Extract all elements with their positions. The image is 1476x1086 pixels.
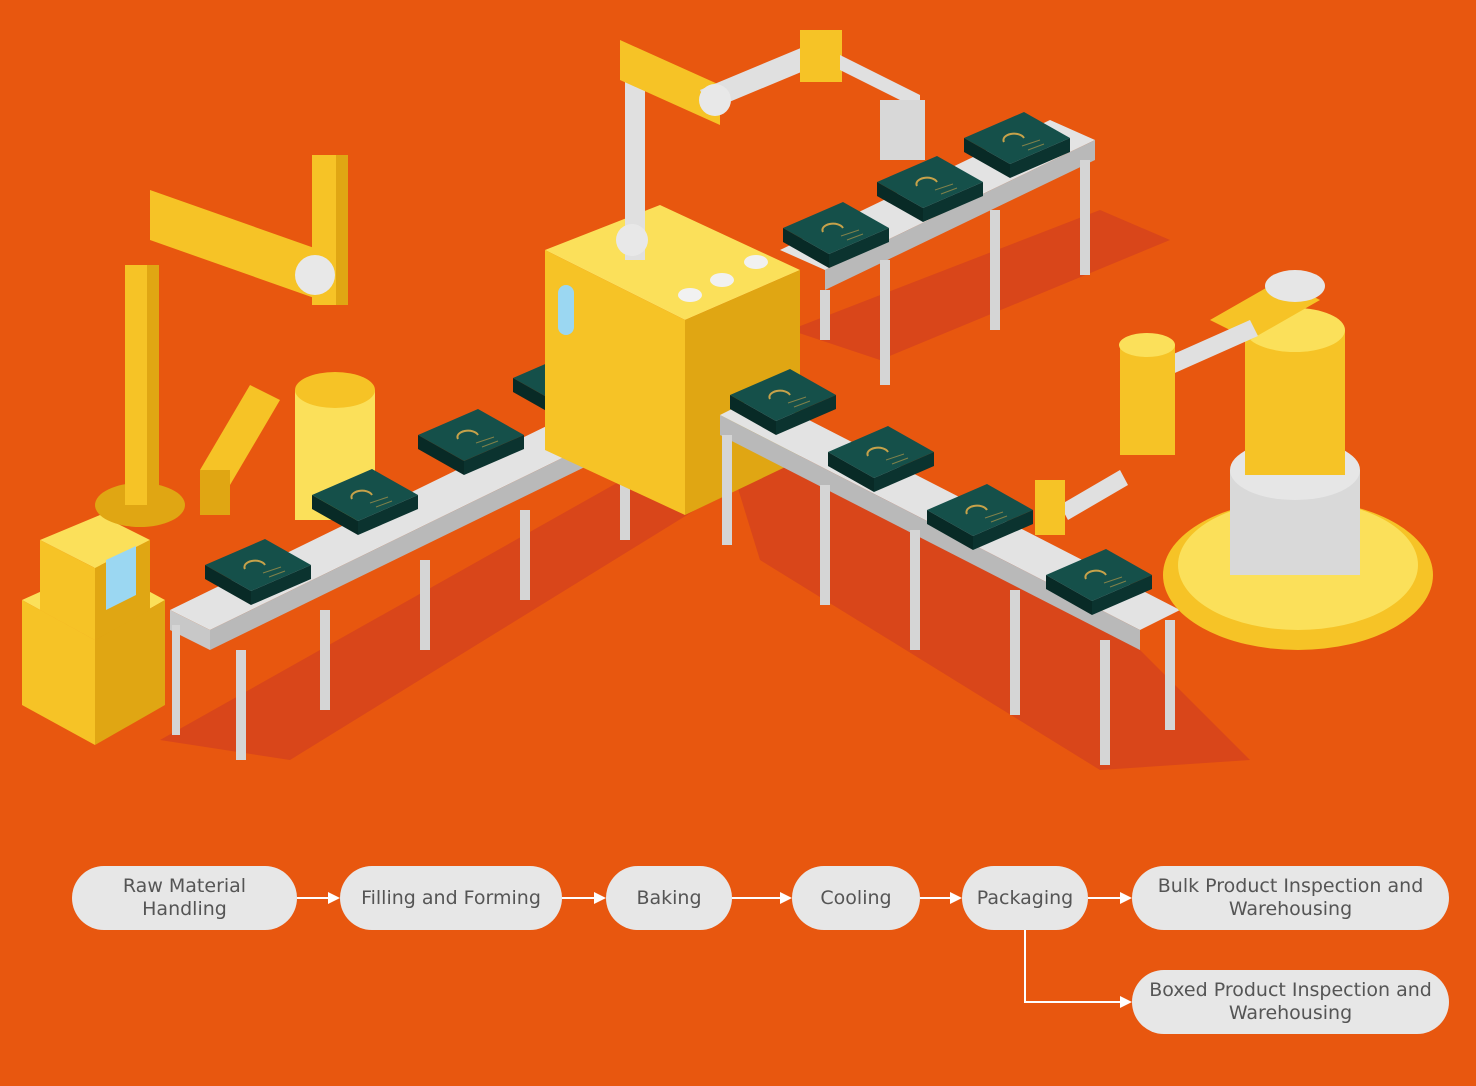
step-label: Baking [636,886,702,909]
step-packaging: Packaging [962,866,1088,930]
control-cabinet [22,515,165,745]
step-baking: Baking [606,866,732,930]
step-label: Filling and Forming [361,886,541,909]
step-label: Cooling [820,886,892,909]
robot-arm-icon [95,155,375,527]
step-label: Raw Material Handling [122,875,247,920]
arrow-right-icon [1024,930,1120,1003]
step-cooling: Cooling [792,866,920,930]
step-filling-and-forming: Filling and Forming [340,866,562,930]
step-label: Boxed Product Inspection and Warehousing [1149,979,1432,1024]
floor-shadow [160,470,760,760]
step-bulk-product-inspection: Bulk Product Inspection and Warehousing [1132,866,1449,930]
robot-arm-icon [1035,270,1433,650]
step-label: Bulk Product Inspection and Warehousing [1157,875,1424,920]
factory-illustration [22,30,1433,770]
floor-shadow [720,430,1250,770]
robot-arm-icon [616,30,925,260]
step-raw-material-handling: Raw Material Handling [72,866,297,930]
step-label: Packaging [976,886,1074,909]
step-boxed-product-inspection: Boxed Product Inspection and Warehousing [1132,970,1449,1034]
baking-machine-icon [545,205,800,515]
